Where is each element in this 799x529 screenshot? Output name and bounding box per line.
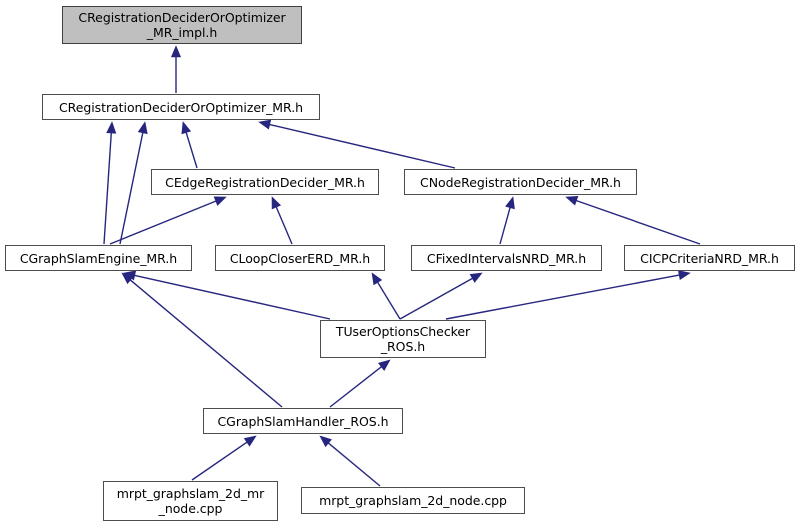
graph-edge-arrowhead	[377, 359, 391, 371]
graph-edge-arrowhead	[677, 270, 691, 281]
graph-node[interactable]: CRegistrationDeciderOrOptimizer _MR_impl…	[62, 6, 302, 44]
graph-node[interactable]: CLoopCloserERD_MR.h	[215, 245, 385, 271]
graph-edge-arrowhead	[170, 45, 182, 58]
graph-node[interactable]: CGraphSlamHandler_ROS.h	[203, 408, 403, 434]
graph-edge-line	[329, 366, 382, 408]
graph-node[interactable]: CNodeRegistrationDecider_MR.h	[404, 169, 637, 195]
graph-edge-line	[328, 442, 381, 487]
graph-edge-arrowhead	[469, 272, 483, 283]
graph-node[interactable]: CEdgeRegistrationDecider_MR.h	[151, 169, 379, 195]
graph-edge-line	[275, 206, 293, 245]
graph-node[interactable]: mrpt_graphslam_2d_mr _node.cpp	[103, 481, 278, 521]
graph-edge-line	[576, 199, 701, 245]
graph-edge-line	[129, 279, 283, 408]
graph-edge-line	[445, 274, 680, 320]
graph-edge-line	[191, 441, 248, 481]
graph-edge-line	[185, 132, 198, 169]
graph-edge-arrowhead	[319, 435, 332, 448]
graph-node[interactable]: CICPCriteriaNRD_MR.h	[624, 245, 795, 271]
graph-edge-line	[103, 132, 112, 245]
graph-edge-line	[134, 274, 331, 320]
graph-edge-arrowhead	[106, 121, 117, 134]
graph-node[interactable]: mrpt_graphslam_2d_node.cpp	[301, 487, 525, 514]
graph-edge-line	[269, 123, 456, 169]
graph-edge-arrowhead	[371, 272, 383, 286]
graph-node[interactable]: CRegistrationDeciderOrOptimizer_MR.h	[42, 94, 320, 120]
graph-edge-arrowhead	[271, 196, 282, 210]
graph-edge-arrowhead	[505, 196, 515, 210]
graph-edge-arrowhead	[565, 195, 579, 206]
graph-edge-line	[109, 200, 217, 245]
graph-node[interactable]: TUserOptionsChecker _ROS.h	[320, 320, 486, 358]
graph-edge-arrowhead	[137, 121, 148, 135]
graph-edge-line	[119, 132, 144, 245]
graph-node[interactable]: CFixedIntervalsNRD_MR.h	[411, 245, 602, 271]
graph-edge-line	[399, 277, 473, 320]
graph-edge-arrowhead	[258, 119, 272, 130]
graph-edge-line	[377, 282, 401, 320]
graph-node[interactable]: CGraphSlamEngine_MR.h	[5, 245, 192, 271]
graph-edge-arrowhead	[121, 272, 134, 285]
graph-edge-arrowhead	[213, 196, 227, 206]
graph-edge-arrowhead	[181, 121, 192, 135]
graph-edge-line	[499, 207, 511, 245]
graph-edge-arrowhead	[243, 435, 257, 447]
